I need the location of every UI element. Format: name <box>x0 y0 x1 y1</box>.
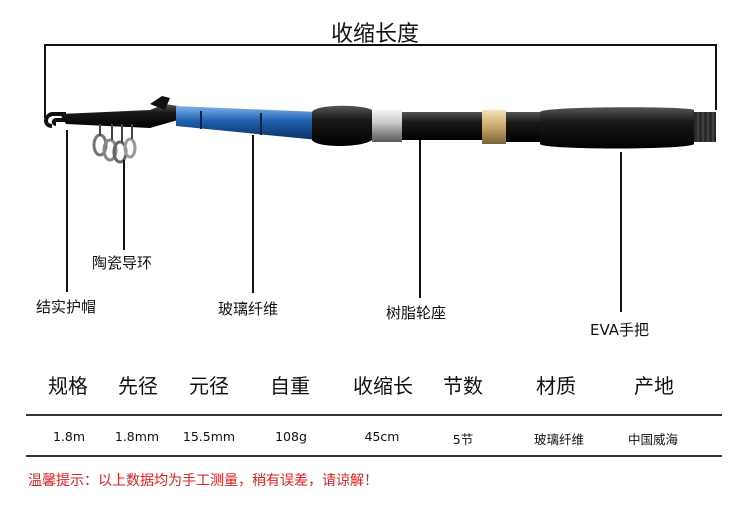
callout-line-fiberglass <box>252 135 254 293</box>
spec-value-tip-diameter: 1.8mm <box>114 429 160 444</box>
table-divider-top <box>26 414 722 416</box>
length-bracket-top <box>44 44 716 46</box>
callout-reel-seat: 树脂轮座 <box>386 304 447 322</box>
callout-line-reel-seat <box>419 140 421 298</box>
ceramic-guide-rings <box>92 124 137 164</box>
spec-value-weight: 108g <box>275 429 307 444</box>
spec-value-material: 玻璃纤维 <box>533 432 584 447</box>
callout-line-ceramic-ring <box>123 160 125 250</box>
callout-ceramic-ring: 陶瓷导环 <box>92 254 153 272</box>
table-divider-bottom <box>26 455 722 457</box>
reel-seat <box>312 105 544 146</box>
spec-value-sections: 5节 <box>452 432 474 447</box>
measurement-notice: 温馨提示：以上数据均为手工测量，稍有误差，请谅解！ <box>28 473 378 489</box>
eva-handle <box>540 107 716 149</box>
page-title: 收缩长度 <box>330 22 419 47</box>
tip-cap <box>44 96 178 128</box>
spec-value-origin: 中国威海 <box>627 432 678 447</box>
spec-header-material: 材质 <box>536 374 576 398</box>
spec-header-butt-diameter: 元径 <box>189 374 229 398</box>
length-bracket-right <box>715 44 717 110</box>
spec-header-size: 规格 <box>48 374 88 398</box>
callout-eva-handle: EVA手把 <box>590 321 650 339</box>
fishing-rod-image <box>44 96 716 164</box>
spec-header-origin: 产地 <box>634 374 674 398</box>
spec-header-closed-length: 收缩长 <box>353 374 413 398</box>
spec-header-sections: 节数 <box>443 374 483 398</box>
callout-tip-cap: 结实护帽 <box>36 298 97 316</box>
spec-value-size: 1.8m <box>52 429 86 444</box>
callout-line-tip-cap <box>66 130 68 292</box>
spec-header-tip-diameter: 先径 <box>118 374 158 398</box>
length-bracket-left <box>44 44 46 118</box>
spec-header-weight: 自重 <box>270 374 310 398</box>
spec-value-butt-diameter: 15.5mm <box>182 429 236 444</box>
fiberglass-blank <box>176 106 318 140</box>
callout-line-eva-handle <box>620 152 622 312</box>
callout-fiberglass: 玻璃纤维 <box>218 300 279 318</box>
spec-value-closed-length: 45cm <box>364 429 400 444</box>
